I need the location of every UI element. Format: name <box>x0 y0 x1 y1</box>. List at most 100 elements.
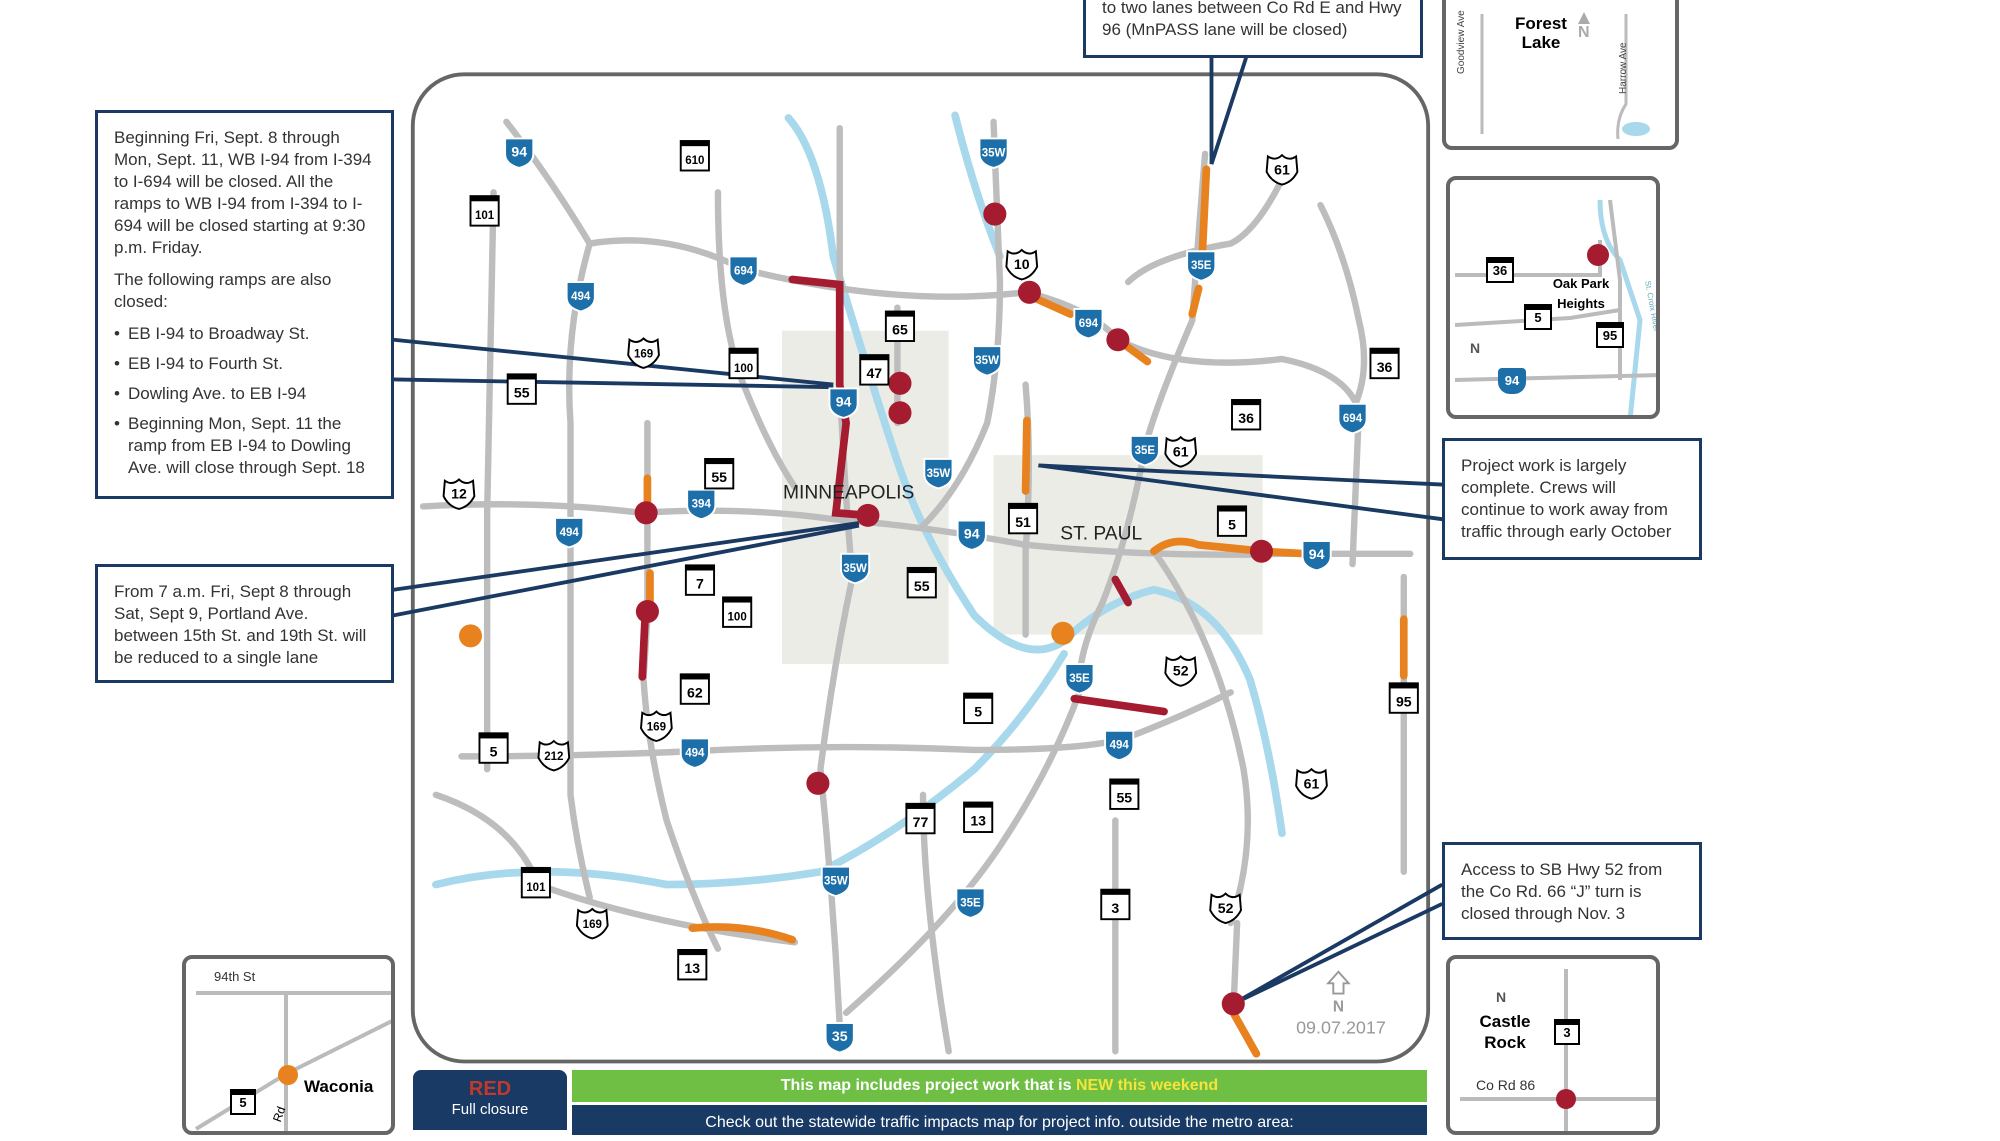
interstate-shield: 35W <box>840 552 871 585</box>
full-closure-marker <box>888 371 912 395</box>
svg-text:94: 94 <box>836 393 852 409</box>
callout-text: Project work is largely complete. Crews … <box>1461 456 1672 541</box>
interstate-shield: 35W <box>978 137 1009 169</box>
full-closure-marker <box>635 599 659 624</box>
list-item: EB I-94 to Broadway St. <box>114 323 375 345</box>
svg-text:394: 394 <box>692 499 712 511</box>
svg-text:10: 10 <box>1014 256 1030 272</box>
state-route-shield: 36 <box>1486 257 1514 283</box>
full-closure-marker <box>1017 280 1041 304</box>
banner-text: This map includes project work that is <box>780 1077 1076 1094</box>
inset-forest-lake: Goodview Ave Harrow Ave Forest Lake N <box>1442 0 1679 150</box>
callout-portland-ave: From 7 a.m. Fri, Sept 8 through Sat, Sep… <box>95 564 394 683</box>
interstate-shield: 35E <box>1186 250 1217 282</box>
statewide-link-text[interactable]: Check out the statewide traffic impacts … <box>705 1114 1294 1131</box>
interstate-shield: 494 <box>1104 729 1135 762</box>
svg-text:55: 55 <box>1116 790 1132 806</box>
statewide-map-banner[interactable]: Check out the statewide traffic impacts … <box>572 1105 1427 1135</box>
state-route-shield: 3 <box>1100 888 1131 921</box>
us-route-shield: 52 <box>1209 892 1242 925</box>
svg-text:55: 55 <box>514 384 530 400</box>
state-route-shield: 5 <box>1524 304 1552 330</box>
interstate-shield: 394 <box>686 488 717 521</box>
list-item: Beginning Mon, Sept. 11 the ramp from EB… <box>114 413 375 479</box>
svg-text:610: 610 <box>685 155 704 167</box>
svg-text:62: 62 <box>687 684 703 700</box>
svg-text:7: 7 <box>696 575 704 591</box>
svg-text:694: 694 <box>734 265 754 277</box>
svg-text:5: 5 <box>1228 516 1236 532</box>
callout-i94-closure: Beginning Fri, Sept. 8 through Mon, Sept… <box>95 110 394 499</box>
svg-text:212: 212 <box>544 751 563 763</box>
us-route-shield: 169 <box>627 337 660 369</box>
svg-text:494: 494 <box>571 291 591 303</box>
full-closure-marker <box>634 501 658 525</box>
svg-text:36: 36 <box>1377 359 1393 375</box>
north-label: N <box>1578 24 1590 41</box>
svg-text:47: 47 <box>866 365 882 381</box>
interstate-shield: 35 <box>824 1022 855 1054</box>
svg-text:61: 61 <box>1274 161 1290 177</box>
new-work-banner: This map includes project work that is N… <box>572 1070 1427 1102</box>
map-date: 09.07.2017 <box>1296 1017 1386 1037</box>
svg-text:65: 65 <box>892 322 908 338</box>
svg-text:36: 36 <box>1238 410 1254 426</box>
svg-text:55: 55 <box>711 469 727 485</box>
svg-text:52: 52 <box>1218 900 1234 916</box>
full-closure-marker <box>1221 992 1245 1016</box>
interstate-shield: 494 <box>554 516 585 549</box>
inset-castle-rock: N Castle Rock 3 Co Rd 86 <box>1446 955 1660 1135</box>
interstate-shield: 94 <box>504 137 535 169</box>
street-label: Goodview Ave <box>1456 10 1467 74</box>
legend-full-closure: RED Full closure <box>413 1070 567 1130</box>
svg-text:35W: 35W <box>843 563 867 575</box>
street-label: 94th St <box>214 969 256 984</box>
state-route-shield: 610 <box>679 140 710 172</box>
full-closure-marker <box>1249 539 1274 563</box>
state-route-shield: 5 <box>963 692 994 725</box>
state-route-shield: 55 <box>506 373 537 405</box>
state-route-shield: 62 <box>679 673 710 705</box>
interstate-shield: 494 <box>565 281 596 313</box>
state-route-shield: 5 <box>478 732 509 764</box>
interstate-shield: 694 <box>728 255 759 287</box>
us-route-shield: 212 <box>537 739 571 772</box>
callout-text: The following ramps are also closed: <box>114 270 332 311</box>
full-closure-marker <box>856 503 880 527</box>
state-route-shield: 101 <box>469 195 500 227</box>
interstate-shield: 35E <box>1129 434 1160 467</box>
state-route-shield: 100 <box>722 596 753 628</box>
svg-text:61: 61 <box>1304 775 1320 791</box>
minneapolis-label: MINNEAPOLIS <box>783 483 914 504</box>
svg-text:35E: 35E <box>1191 260 1212 272</box>
callout-hwy-52: Access to SB Hwy 52 from the Co Rd. 66 “… <box>1442 842 1702 940</box>
svg-text:35W: 35W <box>927 468 951 480</box>
lane-closure-marker <box>1051 621 1075 645</box>
full-closure-marker <box>806 771 830 795</box>
svg-text:35E: 35E <box>1135 445 1156 457</box>
svg-text:101: 101 <box>475 210 495 222</box>
callout-text: to two lanes between Co Rd E and Hwy 96 … <box>1102 0 1402 39</box>
interstate-shield: 35E <box>1064 663 1095 695</box>
st-paul-label: ST. PAUL <box>1060 524 1142 545</box>
state-route-shield: 100 <box>728 347 759 380</box>
state-route-shield: 13 <box>963 801 994 833</box>
svg-text:61: 61 <box>1173 443 1189 459</box>
legend-red-label: RED <box>468 1078 512 1100</box>
state-route-shield: 5 <box>230 1089 256 1115</box>
north-label: N <box>1470 340 1481 356</box>
svg-text:169: 169 <box>583 919 602 931</box>
svg-text:694: 694 <box>1343 413 1363 425</box>
svg-text:N: N <box>1333 998 1344 1015</box>
svg-text:35W: 35W <box>982 147 1006 159</box>
north-arrow-icon: N <box>1326 970 1351 1015</box>
svg-text:12: 12 <box>451 486 467 502</box>
svg-text:35E: 35E <box>960 897 981 909</box>
svg-text:169: 169 <box>647 722 666 734</box>
svg-text:5: 5 <box>490 743 498 759</box>
svg-text:35E: 35E <box>1069 673 1090 685</box>
interstate-shield: 35W <box>972 345 1003 377</box>
svg-text:94: 94 <box>1309 546 1325 562</box>
svg-text:35: 35 <box>832 1028 848 1044</box>
state-route-shield: 55 <box>704 457 735 490</box>
